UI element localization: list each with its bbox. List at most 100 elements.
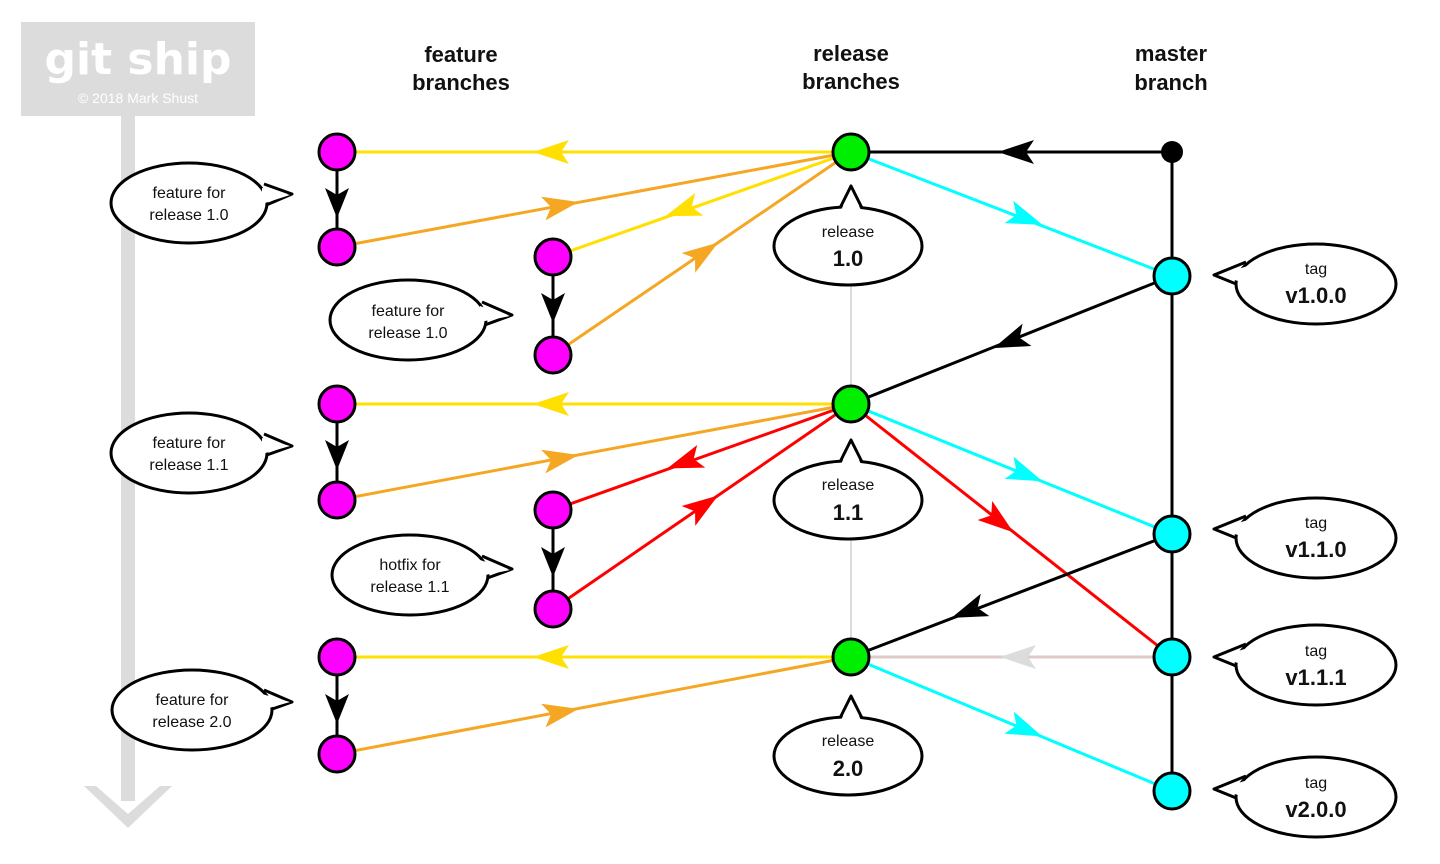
tag-node-v1-1-0	[1152, 514, 1192, 554]
merge-line-yellow	[552, 150, 852, 259]
feature-commit-node	[317, 734, 357, 774]
arrow-black-icon	[998, 140, 1034, 164]
hotfix-commit-node	[533, 490, 573, 530]
feature-bubble-line2: release 1.0	[368, 325, 447, 342]
hotfix-bubble-line2: release 1.1	[370, 579, 449, 596]
column-headers: feature branches release branches master…	[412, 41, 1208, 95]
arrow-yellow-icon	[665, 193, 704, 217]
feature-bubble-line2: release 1.1	[149, 457, 228, 474]
feature-commit-node	[533, 237, 573, 277]
merge-line-black	[850, 532, 1173, 659]
arrow-red-icon	[681, 495, 719, 526]
feature-bubble: feature for release 1.0	[328, 278, 514, 362]
feature-bubbles: feature for release 1.0 feature for rele…	[109, 161, 514, 752]
tag-bubble-version: v1.0.0	[1285, 283, 1346, 308]
release-node-1-1	[831, 384, 871, 424]
arrow-orange-icon	[681, 242, 719, 273]
arrow-orange-icon	[541, 703, 579, 728]
arrow-down-icon	[541, 293, 565, 323]
feature-bubble: feature for release 1.0	[109, 161, 294, 245]
arrow-down-icon	[325, 440, 349, 470]
hotfix-commit-node	[533, 589, 573, 629]
feature-bubble-line1: feature for	[156, 692, 230, 709]
tag-node-v1-0-0	[1152, 256, 1192, 296]
arrow-cyan-icon	[1004, 456, 1043, 482]
logo-copyright: © 2018 Mark Shust	[78, 90, 198, 106]
arrow-black-icon	[993, 323, 1032, 349]
arrowheads	[325, 140, 1043, 737]
release-bubble-version: 1.0	[833, 246, 864, 271]
arrow-yellow-icon	[533, 392, 569, 416]
feature-bubble-line2: release 2.0	[152, 714, 231, 731]
hotfix-bubble: hotfix for release 1.1	[330, 533, 514, 617]
merge-line-cyan	[850, 402, 1173, 536]
feature-commit-node	[317, 227, 357, 267]
feature-bubble-line1: feature for	[372, 303, 446, 320]
release-bubbles: release 1.0 release 1.1 release 2.0	[772, 184, 924, 797]
release-node-2-0	[831, 637, 871, 677]
tag-bubble-version: v1.1.1	[1285, 665, 1346, 690]
release-bubble: release 1.0	[772, 184, 924, 287]
release-bubble-version: 1.1	[833, 500, 864, 525]
tag-bubbles: tag v1.0.0 tag v1.1.0 tag v1.1.1 tag v2.…	[1212, 242, 1398, 839]
commit-nodes	[317, 132, 1192, 811]
feature-bubble-line1: feature for	[153, 185, 227, 202]
merge-line-cyan	[850, 655, 1173, 793]
header-feature-line1: feature	[424, 42, 497, 67]
header-release-line2: branches	[802, 69, 900, 94]
release-bubble-version: 2.0	[833, 756, 864, 781]
master-start-node	[1161, 141, 1183, 163]
arrow-black-icon	[951, 593, 990, 618]
arrow-orange-icon	[541, 196, 579, 221]
tag-bubble-label: tag	[1305, 515, 1327, 532]
tag-bubble: tag v1.1.0	[1212, 496, 1398, 580]
feature-bubble-line1: feature for	[153, 435, 227, 452]
feature-commit-node	[533, 335, 573, 375]
tag-bubble: tag v2.0.0	[1212, 755, 1398, 839]
tag-bubble-version: v1.1.0	[1285, 537, 1346, 562]
logo-title: git ship	[44, 34, 231, 85]
header-feature-line2: branches	[412, 70, 510, 95]
arrow-yellow-icon	[533, 645, 569, 669]
tag-bubble: tag v1.1.1	[1212, 623, 1398, 707]
tag-node-v1-1-1	[1152, 637, 1192, 677]
header-master-line2: branch	[1134, 70, 1207, 95]
arrow-cyan-icon	[1004, 711, 1043, 737]
tag-node-v2-0-0	[1152, 771, 1192, 811]
merge-line-cyan	[850, 150, 1173, 278]
release-bubble-label: release	[822, 224, 875, 241]
release-node-1-0	[831, 132, 871, 172]
release-bubble-label: release	[822, 733, 875, 750]
feature-bubble: feature for release 1.1	[109, 411, 294, 495]
arrow-cyan-icon	[1004, 200, 1043, 225]
feature-commit-node	[317, 384, 357, 424]
arrow-grey-icon	[1000, 645, 1036, 669]
merge-line-orange	[336, 150, 852, 249]
timeline-arrow-head	[84, 786, 172, 828]
tag-bubble-label: tag	[1305, 775, 1327, 792]
feature-commit-node	[317, 480, 357, 520]
merge-line-orange	[336, 402, 852, 502]
arrow-down-icon	[325, 694, 349, 724]
header-release-line1: release	[813, 41, 889, 66]
arrow-red-icon	[977, 500, 1014, 533]
release-bubble: release 1.1	[772, 438, 924, 541]
tag-bubble-version: v2.0.0	[1285, 797, 1346, 822]
tag-bubble: tag v1.0.0	[1212, 242, 1398, 326]
branch-lines	[335, 150, 1173, 793]
arrow-red-icon	[667, 444, 706, 469]
arrow-down-icon	[325, 188, 349, 218]
feature-bubble: feature for release 2.0	[110, 668, 294, 752]
header-master-line1: master	[1135, 41, 1208, 66]
feature-commit-node	[317, 637, 357, 677]
feature-commit-node	[317, 132, 357, 172]
tag-bubble-label: tag	[1305, 643, 1327, 660]
merge-line-red	[552, 402, 852, 512]
logo: git ship © 2018 Mark Shust	[21, 22, 255, 116]
hotfix-bubble-line1: hotfix for	[379, 557, 441, 574]
arrow-yellow-icon	[533, 140, 569, 164]
arrow-down-icon	[541, 547, 565, 577]
feature-bubble-line2: release 1.0	[149, 207, 228, 224]
release-bubble: release 2.0	[772, 694, 924, 797]
